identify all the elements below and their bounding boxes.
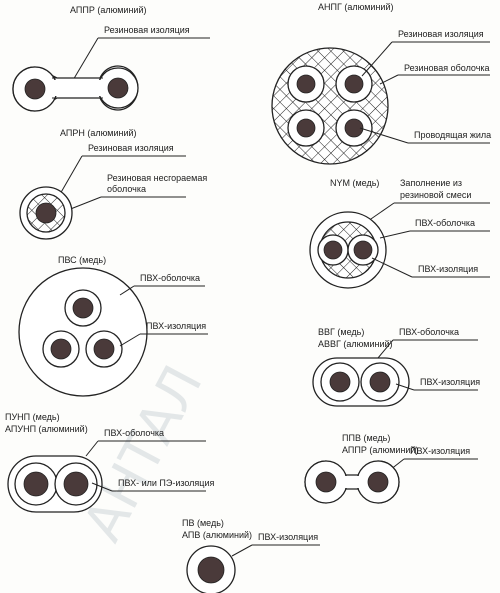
ppv-title-2: АППР (алюминий): [342, 445, 418, 455]
appr-label-insulation: Резиновая изоляция: [104, 25, 190, 35]
pvs-label-insulation: ПВХ-изоляция: [146, 321, 206, 331]
nym-label-insulation: ПВХ-изоляция: [418, 264, 478, 274]
appr-core-left: [24, 78, 46, 100]
anpg-sheath: [271, 47, 389, 165]
nym-label-sheath: ПВХ-оболочка: [415, 218, 475, 228]
pvs-title: ПВС (медь): [58, 255, 106, 265]
pv-title-2: АПВ (алюминий): [182, 530, 252, 540]
aprn-label-insulation: Резиновая изоляция: [88, 143, 174, 153]
punp-label-sheath: ПВХ-оболочка: [104, 428, 164, 438]
vvg-title-2: АВВГ (алюминий): [318, 339, 393, 349]
appr-diagram: АППР (алюминий) Резиновая изоляция: [12, 5, 210, 112]
anpg-label-conductor: Проводящая жила: [414, 130, 491, 140]
pv-title-1: ПВ (медь): [182, 518, 224, 528]
vvg-label-insulation: ПВХ-изоляция: [420, 377, 480, 387]
pvs-label-sheath: ПВХ-оболочка: [140, 273, 200, 283]
nym-title: NYM (медь): [330, 178, 379, 188]
pv-label-insulation: ПВХ-изоляция: [258, 532, 318, 542]
punp-title-2: АПУНП (алюминий): [5, 424, 88, 434]
ppv-title-1: ППВ (медь): [342, 433, 390, 443]
vvg-title-1: ВВГ (медь): [318, 327, 364, 337]
appr-core-right: [107, 77, 129, 99]
pvs-diagram: ПВС (медь) ПВХ-оболочка ПВХ-изоляция: [18, 255, 208, 397]
appr-title: АППР (алюминий): [70, 5, 146, 15]
anpg-label-insulation: Резиновая изоляция: [398, 29, 484, 39]
ppv-diagram: ППВ (медь) АППР (алюминий) ПВХ-изоляция: [304, 433, 478, 504]
punp-diagram: ПУНП (медь) АПУНП (алюминий) ПВХ-оболочк…: [5, 412, 214, 513]
aprn-label-sheath-2: оболочка: [107, 184, 146, 194]
pv-diagram: ПВ (медь) АПВ (алюминий) ПВХ-изоляция: [182, 518, 320, 593]
aprn-title: АПРН (алюминий): [60, 128, 137, 138]
anpg-label-sheath: Резиновая оболочка: [404, 63, 490, 73]
nym-diagram: NYM (медь) Заполнение из резиновой смеси…: [309, 178, 490, 289]
aprn-diagram: АПРН (алюминий) Резиновая изоляция Резин…: [19, 128, 207, 240]
punp-title-1: ПУНП (медь): [5, 412, 60, 422]
anpg-title: АНПГ (алюминий): [318, 2, 394, 12]
vvg-diagram: ВВГ (медь) АВВГ (алюминий) ПВХ-оболочка …: [312, 327, 480, 407]
nym-label-fill-2: резиновой смеси: [400, 190, 471, 200]
vvg-label-sheath: ПВХ-оболочка: [399, 327, 459, 337]
punp-label-insulation: ПВХ- или ПЭ-изоляция: [118, 478, 214, 488]
ppv-label-insulation: ПВХ-изоляция: [410, 446, 470, 456]
nym-label-fill-1: Заполнение из: [400, 178, 462, 188]
anpg-diagram: АНПГ (алюминий) Резиновая изоляция Резин…: [271, 2, 491, 165]
aprn-label-sheath-1: Резиновая несгораемая: [107, 173, 207, 183]
